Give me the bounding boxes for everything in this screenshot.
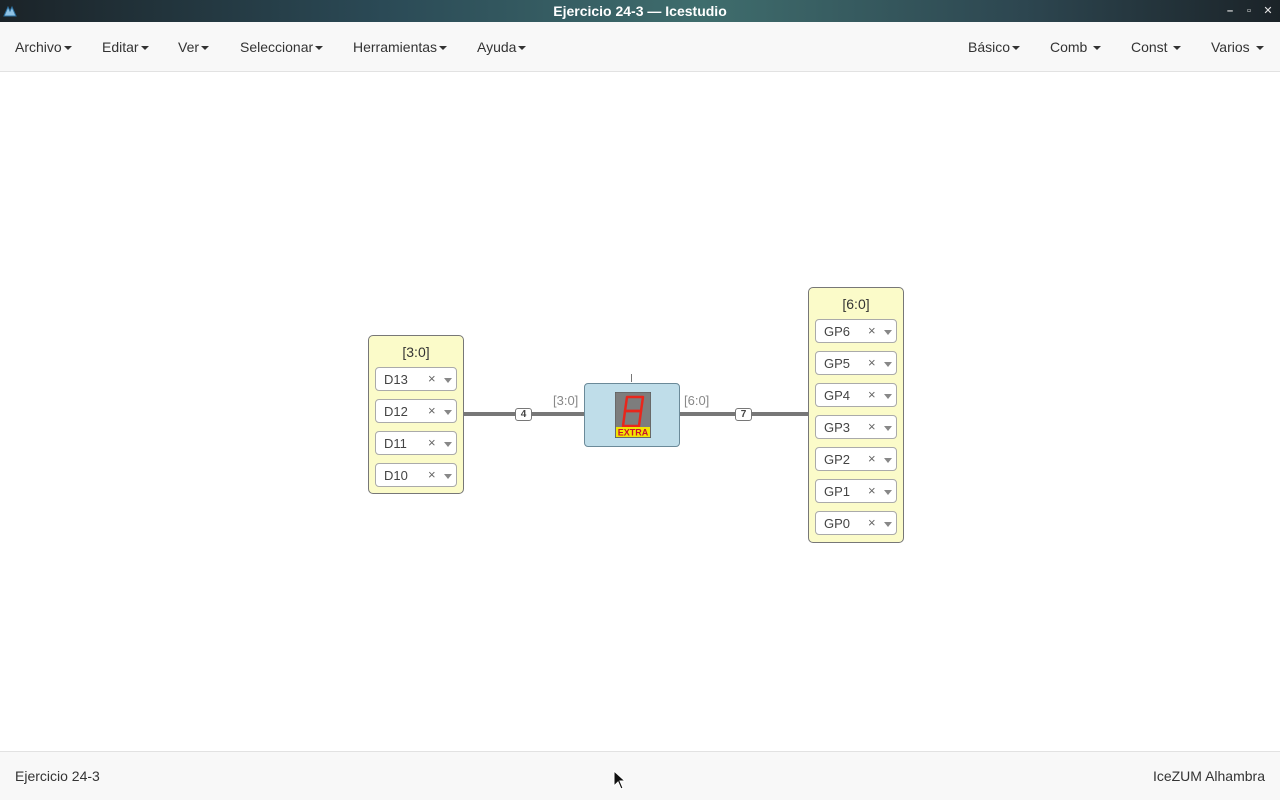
minimize-button[interactable]: –: [1226, 5, 1234, 17]
pin-select[interactable]: GP6 ×: [815, 319, 897, 343]
chevron-down-icon[interactable]: [444, 410, 452, 415]
menu-seleccionar[interactable]: Seleccionar: [240, 39, 324, 55]
wire-width-badge: 7: [735, 408, 752, 421]
chevron-down-icon[interactable]: [444, 442, 452, 447]
board-name[interactable]: IceZUM Alhambra: [1152, 768, 1265, 784]
chevron-down-icon[interactable]: [884, 458, 892, 463]
clear-icon[interactable]: ×: [428, 371, 436, 386]
chevron-down-icon[interactable]: [884, 522, 892, 527]
menu-varios[interactable]: Varios: [1211, 39, 1264, 55]
clear-icon[interactable]: ×: [868, 451, 876, 466]
caret-down-icon: [518, 46, 527, 51]
pin-select[interactable]: D11 ×: [375, 431, 457, 455]
clear-icon[interactable]: ×: [868, 387, 876, 402]
pin-select[interactable]: GP5 ×: [815, 351, 897, 375]
menu-herramientas[interactable]: Herramientas: [353, 39, 448, 55]
clear-icon[interactable]: ×: [428, 467, 436, 482]
chevron-down-icon[interactable]: [884, 394, 892, 399]
module-top-port: [631, 374, 632, 382]
pin-select[interactable]: GP2 ×: [815, 447, 897, 471]
caret-down-icon: [140, 46, 149, 51]
clear-icon[interactable]: ×: [428, 435, 436, 450]
caret-down-icon: [63, 46, 72, 51]
design-canvas[interactable]: 4 7 [3:0] D13 × D12 × D11 × D10 × [3:0] …: [0, 72, 1280, 751]
caret-down-icon: [1093, 46, 1102, 51]
caret-down-icon: [439, 46, 448, 51]
chevron-down-icon[interactable]: [884, 490, 892, 495]
window-title: Ejercicio 24-3 — Icestudio: [553, 3, 727, 19]
menu-ayuda[interactable]: Ayuda: [477, 39, 527, 55]
title-bar: Ejercicio 24-3 — Icestudio – ▫ ✕: [0, 0, 1280, 22]
chevron-down-icon[interactable]: [884, 362, 892, 367]
chevron-down-icon[interactable]: [444, 474, 452, 479]
extra-badge-text: EXTRA: [618, 428, 649, 438]
menu-archivo[interactable]: Archivo: [15, 39, 72, 55]
maximize-button[interactable]: ▫: [1247, 5, 1251, 17]
block-range-label: [3:0]: [402, 344, 430, 360]
clear-icon[interactable]: ×: [428, 403, 436, 418]
clear-icon[interactable]: ×: [868, 483, 876, 498]
menu-comb[interactable]: Comb: [1050, 39, 1102, 55]
block-range-label: [6:0]: [842, 296, 870, 312]
menu-editar[interactable]: Editar: [102, 39, 149, 55]
pin-select[interactable]: D10 ×: [375, 463, 457, 487]
caret-down-icon: [201, 46, 210, 51]
clear-icon[interactable]: ×: [868, 355, 876, 370]
clear-icon[interactable]: ×: [868, 323, 876, 338]
status-bar: Ejercicio 24-3 IceZUM Alhambra: [0, 751, 1280, 800]
module-output-port-label: [6:0]: [684, 393, 710, 408]
pin-select[interactable]: GP1 ×: [815, 479, 897, 503]
menu-ver[interactable]: Ver: [178, 39, 210, 55]
chevron-down-icon[interactable]: [884, 426, 892, 431]
caret-down-icon: [1255, 46, 1264, 51]
seven-segment-icon: EXTRA: [615, 392, 651, 438]
pin-select[interactable]: D12 ×: [375, 399, 457, 423]
pin-select[interactable]: D13 ×: [375, 367, 457, 391]
project-name: Ejercicio 24-3: [15, 768, 100, 784]
chevron-down-icon[interactable]: [444, 378, 452, 383]
menu-basico[interactable]: Básico: [968, 39, 1021, 55]
seven-segment-module[interactable]: EXTRA: [584, 383, 680, 447]
mouse-cursor-icon: [613, 770, 627, 790]
clear-icon[interactable]: ×: [868, 419, 876, 434]
input-block[interactable]: [3:0] D13 × D12 × D11 × D10 ×: [368, 335, 464, 494]
close-button[interactable]: ✕: [1263, 5, 1273, 17]
wire-width-badge: 4: [515, 408, 532, 421]
caret-down-icon: [1012, 46, 1021, 51]
caret-down-icon: [315, 46, 324, 51]
menu-const[interactable]: Const: [1131, 39, 1182, 55]
chevron-down-icon[interactable]: [884, 330, 892, 335]
caret-down-icon: [1173, 46, 1182, 51]
icestudio-app-icon: [3, 5, 17, 17]
pin-select[interactable]: GP0 ×: [815, 511, 897, 535]
pin-select[interactable]: GP3 ×: [815, 415, 897, 439]
module-input-port-label: [3:0]: [553, 393, 579, 408]
clear-icon[interactable]: ×: [868, 515, 876, 530]
output-block[interactable]: [6:0] GP6 × GP5 × GP4 × GP3 × GP2 × GP1: [808, 287, 904, 543]
pin-select[interactable]: GP4 ×: [815, 383, 897, 407]
menu-bar: Archivo Editar Ver Seleccionar Herramien…: [0, 22, 1280, 72]
